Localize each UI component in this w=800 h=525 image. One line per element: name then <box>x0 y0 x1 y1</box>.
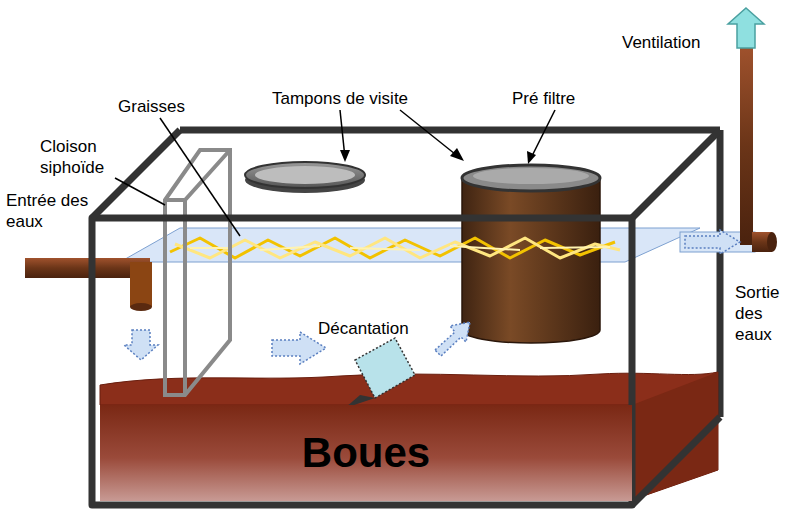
part-label: Sortie des eaux <box>735 282 797 345</box>
part-label: Graisses <box>118 96 218 117</box>
part-label: Décantation <box>318 318 428 339</box>
part-label: Entrée des eaux <box>6 190 91 232</box>
sludge-band: Boues <box>100 405 632 501</box>
leader-heads <box>340 148 536 164</box>
settling-symbol <box>345 338 415 408</box>
siphon-partition <box>165 150 230 395</box>
node-label: Boues <box>302 429 430 477</box>
part-label: Ventilation <box>622 32 742 53</box>
water-layer <box>120 228 700 262</box>
ventilation-arrow <box>728 8 764 48</box>
inspection-cover <box>245 162 365 193</box>
part-label: Pré filtre <box>512 88 612 109</box>
part-label: Cloison siphoïde <box>40 136 125 178</box>
grease-layer <box>170 238 620 258</box>
leader-lines <box>115 110 555 236</box>
flow-arrows <box>124 230 740 364</box>
tank-front <box>92 130 720 505</box>
outlet-pipe <box>680 45 777 252</box>
part-label: Tampons de visite <box>272 88 442 109</box>
sludge-surface <box>100 372 718 500</box>
